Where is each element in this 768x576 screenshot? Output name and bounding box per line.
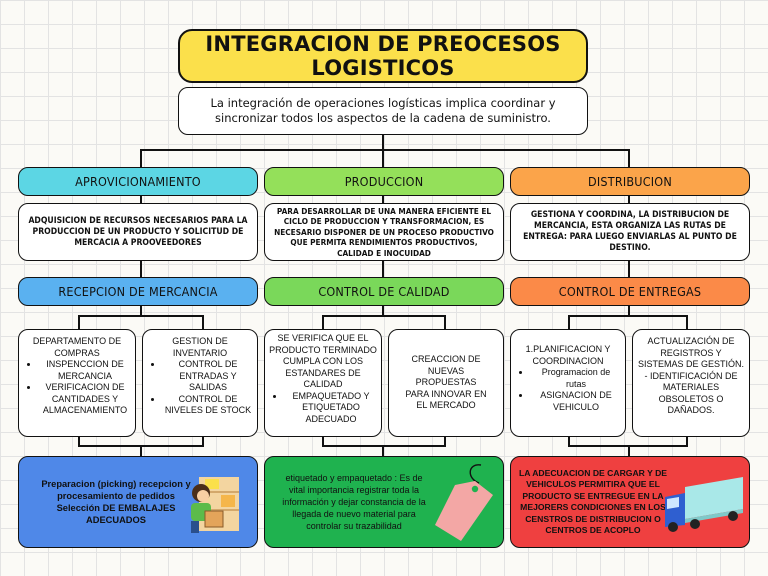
connector [140, 260, 142, 278]
detail-list: EMPAQUETADO Y ETIQUETADO ADECUADO [269, 391, 377, 426]
detail-list: CONTROL DE ENTRADAS Y SALIDAS CONTROL DE… [147, 359, 253, 417]
detail-title: CREACCION DE NUEVAS PROPUESTAS PARA INNO… [405, 354, 487, 411]
connector [444, 436, 446, 446]
connector [140, 306, 142, 316]
connector [140, 149, 630, 151]
subheader-control-de-calidad: CONTROL DE CALIDAD [264, 277, 504, 306]
connector [444, 315, 446, 330]
bottom-note-text: etiquetado y empaquetado : Es de vital i… [282, 473, 426, 531]
detail-gestion-de-inventario: GESTION DE INVENTARIO CONTROL DE ENTRADA… [142, 329, 258, 437]
connector [628, 260, 630, 278]
connector [382, 195, 384, 205]
connector [78, 315, 80, 330]
connector [568, 315, 688, 317]
list-item: Programacion de rutas [531, 367, 621, 390]
connector [628, 306, 630, 316]
detail-title: DEPARTAMENTO DE COMPRAS [32, 336, 122, 358]
connector [568, 436, 570, 446]
list-item: CONTROL DE ENTRADAS Y SALIDAS [163, 359, 253, 394]
detail-actualizacion-registros: ACTUALIZACIÓN DE REGISTROS Y SISTEMAS DE… [632, 329, 750, 437]
detail-planificacion: 1.PLANIFICACION Y COORDINACION Programac… [510, 329, 626, 437]
description-produccion: PARA DESARROLLAR DE UNA MANERA EFICIENTE… [264, 203, 504, 261]
list-item: EMPAQUETADO Y ETIQUETADO ADECUADO [285, 391, 377, 426]
detail-verificacion-calidad: SE VERIFICA QUE EL PRODUCTO TERMINADO CU… [264, 329, 382, 437]
detail-title: GESTION DE INVENTARIO [172, 336, 228, 358]
header-produccion: PRODUCCION [264, 167, 504, 196]
connector [322, 445, 446, 447]
connector [628, 445, 630, 457]
list-item: ASIGNACION DE VEHICULO [531, 390, 621, 413]
detail-title: 1.PLANIFICACION Y COORDINACION [525, 344, 611, 366]
bottom-note-etiquetado: etiquetado y empaquetado : Es de vital i… [264, 456, 504, 548]
delivery-truck-icon [665, 477, 743, 532]
connector [382, 445, 384, 457]
connector [628, 195, 630, 205]
bottom-note-picking: Preparacion (picking) recepcion y proces… [18, 456, 258, 548]
detail-title: ACTUALIZACIÓN DE REGISTROS Y SISTEMAS DE… [637, 336, 745, 415]
connector [382, 306, 384, 316]
connector [322, 436, 324, 446]
intro-text: La integración de operaciones logísticas… [178, 87, 588, 135]
description-aprovicionamiento: ADQUISICION DE RECURSOS NECESARIOS PARA … [18, 203, 258, 261]
bottom-note-text: Preparacion (picking) recepcion y proces… [41, 479, 191, 525]
price-tag-icon [435, 464, 493, 541]
description-distribucion: GESTIONA Y COORDINA, LA DISTRIBUCION DE … [510, 203, 750, 261]
connector [140, 195, 142, 205]
header-aprovicionamiento: APROVICIONAMIENTO [18, 167, 258, 196]
connector [140, 445, 142, 457]
subheader-recepcion-de-mercancia: RECEPCION DE MERCANCIA [18, 277, 258, 306]
connector [686, 315, 688, 330]
detail-nuevas-propuestas: CREACCION DE NUEVAS PROPUESTAS PARA INNO… [388, 329, 504, 437]
connector [382, 260, 384, 278]
detail-list: INSPENCCION DE MERCANCIA VERIFICACION DE… [23, 359, 131, 417]
list-item: INSPENCCION DE MERCANCIA [39, 359, 131, 382]
subheader-control-de-entregas: CONTROL DE ENTREGAS [510, 277, 750, 306]
connector [140, 149, 142, 167]
worker-packing-boxes-icon [191, 477, 239, 533]
connector [628, 149, 630, 167]
detail-title: SE VERIFICA QUE EL PRODUCTO TERMINADO CU… [269, 333, 377, 389]
diagram-title: INTEGRACION DE PREOCESOS LOGISTICOS [178, 29, 588, 83]
detail-departamento-de-compras: DEPARTAMENTO DE COMPRAS INSPENCCION DE M… [18, 329, 136, 437]
connector [322, 315, 324, 330]
connector [568, 315, 570, 330]
connector [322, 315, 446, 317]
connector [78, 436, 80, 446]
connector [382, 135, 384, 167]
list-item: CONTROL DE NIVELES DE STOCK [163, 394, 253, 417]
connector [686, 436, 688, 446]
bottom-note-text: LA ADECUACION DE CARGAR Y DE VEHICULOS P… [519, 467, 668, 536]
list-item: VERIFICACION DE CANTIDADES Y ALMACENAMIE… [39, 382, 131, 417]
detail-list: Programacion de rutas ASIGNACION DE VEHI… [515, 367, 621, 413]
connector [202, 315, 204, 330]
bottom-note-adecuacion: LA ADECUACION DE CARGAR Y DE VEHICULOS P… [510, 456, 750, 548]
connector [202, 436, 204, 446]
header-distribucion: DISTRIBUCION [510, 167, 750, 196]
connector [78, 315, 204, 317]
